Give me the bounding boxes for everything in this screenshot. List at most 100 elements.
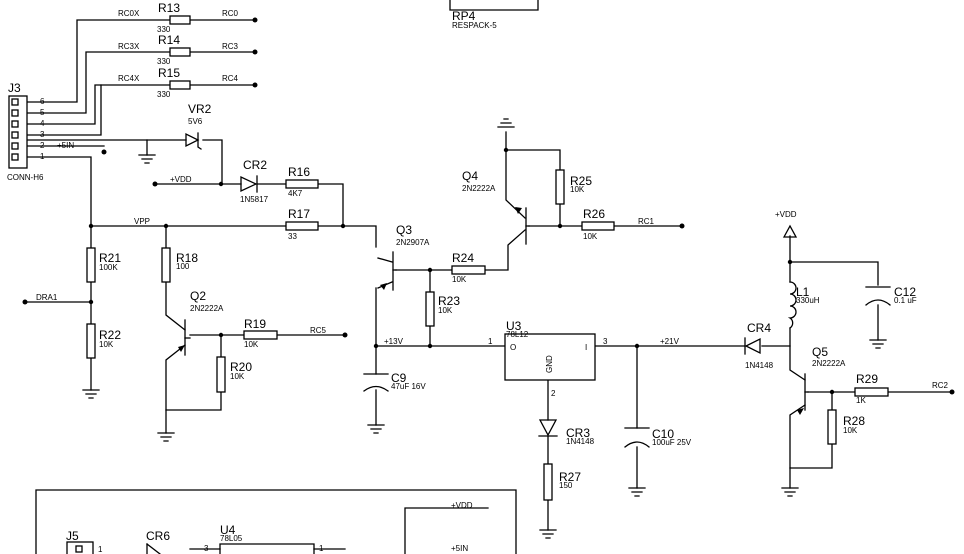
j3-pin-3: 3 xyxy=(40,130,45,139)
regulator-u4: U4 78L05 3 1 xyxy=(189,523,346,554)
resistor-r18: R18 100 xyxy=(161,247,198,283)
q3-value: 2N2907A xyxy=(396,238,430,247)
j3-pin-5: 5 xyxy=(40,108,45,117)
r20-value: 10K xyxy=(230,372,245,381)
net-rc0: RC0 xyxy=(222,9,239,18)
r14-value: 330 xyxy=(157,57,171,66)
c12-ref: C12 xyxy=(894,285,916,299)
q2-ref: Q2 xyxy=(190,289,206,303)
j3-value: CONN-H6 xyxy=(7,173,44,182)
r29-ref: R29 xyxy=(856,372,878,386)
r18-ref: R18 xyxy=(176,251,198,265)
transistor-q4: Q4 2N2222A xyxy=(462,169,530,245)
resistor-r15: R15 330 xyxy=(157,66,191,99)
net-vpp: VPP xyxy=(134,217,150,226)
r19-ref: R19 xyxy=(244,317,266,331)
r29-value: 1K xyxy=(856,396,866,405)
r22-ref: R22 xyxy=(99,328,121,342)
vr2-ref: VR2 xyxy=(188,102,212,116)
r17-value: 33 xyxy=(288,232,297,241)
r24-ref: R24 xyxy=(452,251,474,265)
resistor-r27: R27 150 xyxy=(543,463,581,501)
junction-dots xyxy=(88,147,835,395)
resistor-r21: R21 100K xyxy=(86,247,121,283)
cr4-ref: CR4 xyxy=(747,321,771,335)
u4-pin-1: 1 xyxy=(319,544,324,553)
r25-ref: R25 xyxy=(570,174,592,188)
wires xyxy=(24,19,953,554)
r26-value: 10K xyxy=(583,232,598,241)
q5-ref: Q5 xyxy=(812,345,828,359)
q2-value: 2N2222A xyxy=(190,304,224,313)
regulator-u3: U3 78L12 1 3 2 O I GND xyxy=(488,319,608,398)
cr4-value: 1N4148 xyxy=(745,361,774,370)
net-p13v: +13V xyxy=(384,337,404,346)
u3-pin-o: O xyxy=(510,343,516,352)
resistor-r17: R17 33 xyxy=(285,207,319,241)
cr2-ref: CR2 xyxy=(243,158,267,172)
u3-pin-1: 1 xyxy=(488,337,493,346)
u4-ref: U4 xyxy=(220,523,236,537)
c9-ref: C9 xyxy=(391,371,407,385)
u3-pin-gnd: GND xyxy=(545,355,554,373)
j3-pin-6: 6 xyxy=(40,97,45,106)
ground-symbols xyxy=(82,118,887,539)
resistor-r19: R19 10K xyxy=(243,317,278,349)
net-rc0x: RC0X xyxy=(118,9,140,18)
cr3-ref: CR3 xyxy=(566,426,590,440)
diode-cr3: CR3 1N4148 xyxy=(538,419,595,446)
c10-ref: C10 xyxy=(652,427,674,441)
resistor-r22: R22 10K xyxy=(86,323,121,359)
j3-pin-2: 2 xyxy=(40,141,45,150)
net-vdd-bottom: +VDD xyxy=(451,501,473,510)
net-rc3x: RC3X xyxy=(118,42,140,51)
zener-vr2: VR2 5V6 xyxy=(185,102,212,150)
u3-pin-3: 3 xyxy=(603,337,608,346)
l1-ref: L1 xyxy=(796,285,810,299)
resistor-r26: R26 10K xyxy=(581,207,615,241)
u3-pin-i: I xyxy=(585,343,587,352)
r21-ref: R21 xyxy=(99,251,121,265)
net-vdd: +VDD xyxy=(170,175,192,184)
net-rc4: RC4 xyxy=(222,74,239,83)
u4-value: 78L05 xyxy=(220,534,243,543)
r13-ref: R13 xyxy=(158,1,180,15)
r20-ref: R20 xyxy=(230,360,252,374)
rp4-value: RESPACK-5 xyxy=(452,21,497,30)
connector-j5: J5 1 xyxy=(66,529,103,554)
r27-value: 150 xyxy=(559,481,573,490)
cr6-ref: CR6 xyxy=(146,529,170,543)
net-terminals xyxy=(22,17,955,395)
net-p5in-bottom: +5IN xyxy=(451,544,468,553)
connector-j3: J3 CONN-H6 6 5 4 3 2 1 xyxy=(7,81,45,182)
vdd-arrow-symbol xyxy=(782,224,798,238)
q4-ref: Q4 xyxy=(462,169,478,183)
net-vdd-right: +VDD xyxy=(775,210,797,219)
r27-ref: R27 xyxy=(559,470,581,484)
r23-ref: R23 xyxy=(438,294,460,308)
q3-ref: Q3 xyxy=(396,223,412,237)
c10-value: 100uF 25V xyxy=(652,438,692,447)
capacitor-c12: C12 0.1 uF xyxy=(865,285,917,306)
u3-value: 78L12 xyxy=(506,330,529,339)
resistor-r16: R16 4K7 xyxy=(285,165,319,198)
resistor-r23: R23 10K xyxy=(425,291,460,327)
transistor-q3: Q3 2N2907A xyxy=(380,223,430,291)
r28-ref: R28 xyxy=(843,414,865,428)
cr3-value: 1N4148 xyxy=(566,437,595,446)
resistor-r20: R20 10K xyxy=(216,356,252,393)
q4-value: 2N2222A xyxy=(462,184,496,193)
resistor-r13: R13 330 xyxy=(157,1,191,34)
vr2-value: 5V6 xyxy=(188,117,203,126)
net-rc4x: RC4X xyxy=(118,74,140,83)
capacitor-c10: C10 100uF 25V xyxy=(624,427,692,448)
diode-cr4: CR4 1N4148 xyxy=(744,321,774,370)
net-rc2: RC2 xyxy=(932,381,949,390)
net-labels: RC0X RC3X RC4X RC0 RC3 RC4 +5IN +VDD VPP… xyxy=(36,9,949,553)
u3-pin-2: 2 xyxy=(551,389,556,398)
q5-value: 2N2222A xyxy=(812,359,846,368)
rp4-ref: RP4 xyxy=(452,9,476,23)
inductor-l1: L1 330uH xyxy=(787,281,820,329)
net-dra1: DRA1 xyxy=(36,293,58,302)
